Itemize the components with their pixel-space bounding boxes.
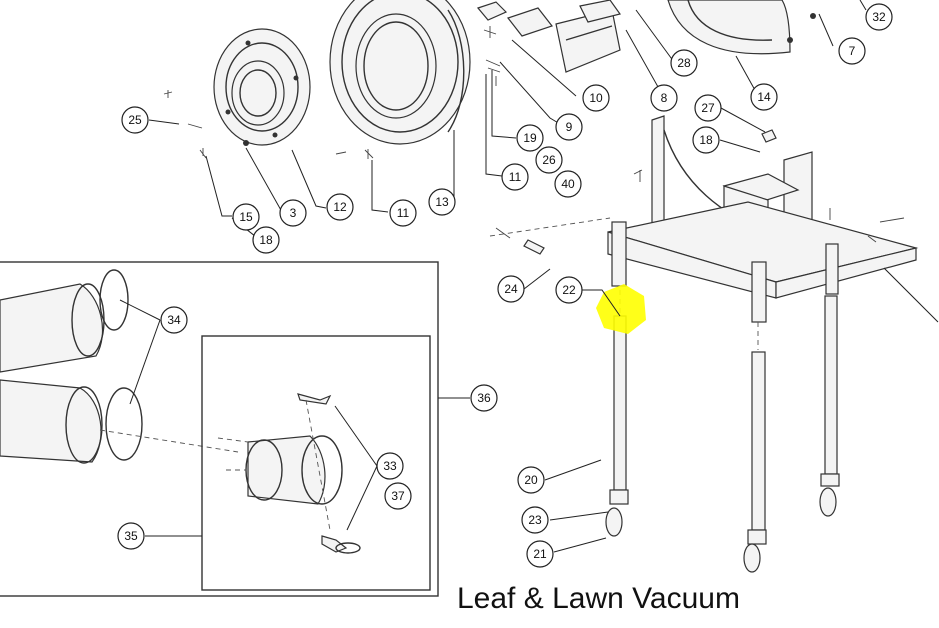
svg-text:33: 33: [383, 459, 397, 473]
callout-10: 10: [582, 84, 610, 112]
callout-12: 12: [326, 193, 354, 221]
svg-text:35: 35: [124, 529, 138, 543]
diagram-caption: Leaf & Lawn Vacuum: [457, 582, 740, 615]
svg-text:37: 37: [391, 489, 405, 503]
svg-text:24: 24: [504, 282, 518, 296]
callout-13: 13: [428, 188, 456, 216]
svg-text:12: 12: [333, 200, 347, 214]
callout-11: 11: [501, 163, 529, 191]
callout-18: 18: [692, 126, 720, 154]
hose-assembly-part: [0, 261, 439, 597]
svg-text:23: 23: [528, 513, 542, 527]
caster-wheel-icon: [605, 489, 629, 537]
callout-36: 36: [470, 384, 498, 412]
svg-text:25: 25: [128, 113, 142, 127]
caster-wheel-icon: [819, 473, 840, 517]
callout-21: 21: [526, 540, 554, 568]
svg-text:32: 32: [872, 10, 886, 24]
callout-3: 3: [279, 199, 307, 227]
svg-text:20: 20: [524, 473, 538, 487]
callout-19: 19: [516, 124, 544, 152]
svg-text:11: 11: [397, 206, 410, 220]
callout-28: 28: [670, 49, 698, 77]
callout-15: 15: [232, 203, 260, 231]
callout-34: 34: [160, 306, 188, 334]
svg-text:18: 18: [699, 133, 713, 147]
svg-text:34: 34: [167, 313, 181, 327]
callout-32: 32: [865, 3, 893, 31]
callout-27: 27: [694, 94, 722, 122]
housing-ring-part: [329, 0, 471, 145]
svg-text:36: 36: [477, 391, 491, 405]
svg-text:8: 8: [661, 91, 668, 105]
callout-35: 35: [117, 522, 145, 550]
svg-text:27: 27: [701, 101, 715, 115]
callout-20: 20: [517, 466, 545, 494]
callout-25: 25: [121, 106, 149, 134]
callout-40: 40: [554, 170, 582, 198]
svg-text:13: 13: [435, 195, 449, 209]
svg-text:14: 14: [757, 90, 771, 104]
svg-text:7: 7: [849, 44, 856, 58]
callout-22: 22: [555, 276, 583, 304]
caster-wheel-icon: [743, 529, 767, 573]
stand-frame-part: [489, 115, 919, 573]
svg-text:3: 3: [290, 206, 297, 220]
svg-text:26: 26: [542, 153, 556, 167]
callout-9: 9: [555, 113, 583, 141]
callout-7: 7: [838, 37, 866, 65]
svg-text:18: 18: [259, 233, 273, 247]
callout-26: 26: [535, 146, 563, 174]
callout-33: 33: [376, 452, 404, 480]
wheel-housing-part: [667, 0, 816, 55]
callout-14: 14: [750, 83, 778, 111]
svg-text:40: 40: [561, 177, 575, 191]
callout-18: 18: [252, 226, 280, 254]
callout-23: 23: [521, 506, 549, 534]
svg-text:19: 19: [523, 131, 537, 145]
svg-text:9: 9: [566, 120, 573, 134]
bolt-part: [163, 90, 374, 159]
callout-24: 24: [497, 275, 525, 303]
highlight-marker: [596, 284, 646, 334]
svg-text:15: 15: [239, 210, 253, 224]
svg-text:21: 21: [533, 547, 547, 561]
callout-37: 37: [384, 482, 412, 510]
inlet-flange-part: [213, 28, 311, 146]
callout-11: 11: [389, 199, 417, 227]
svg-text:22: 22: [562, 283, 576, 297]
chute-part: [555, 0, 622, 73]
svg-text:10: 10: [589, 91, 603, 105]
svg-text:11: 11: [509, 170, 522, 184]
callout-8: 8: [650, 84, 678, 112]
svg-text:28: 28: [677, 56, 691, 70]
bracket-part: [476, 1, 553, 86]
